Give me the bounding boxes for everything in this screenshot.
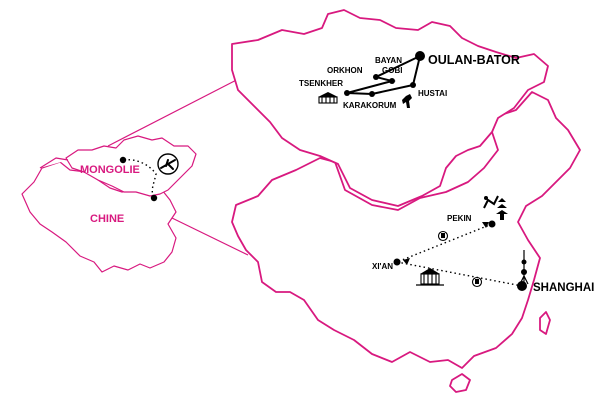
shanghai-dot	[517, 281, 527, 291]
overview-route	[123, 159, 157, 199]
tsenkher-dot	[344, 90, 350, 96]
orkhon-label: ORKHON	[327, 66, 363, 75]
overview-china-label: CHINE	[90, 213, 124, 225]
hustai-dot	[410, 82, 416, 88]
great-wall-icon	[483, 195, 499, 209]
tsenkher-label: TSENKHER	[299, 79, 343, 88]
bayan-label: BAYAN	[375, 56, 402, 65]
pekin-arrow	[482, 222, 489, 228]
bayan-gobi-dot-a	[373, 74, 379, 80]
pekin-dot	[488, 220, 496, 228]
pagoda-icon	[496, 198, 508, 220]
xian-label: XI'AN	[372, 262, 393, 271]
karakorum-dot	[369, 91, 375, 97]
overview-mongolia-label: MONGOLIE	[80, 164, 140, 176]
china-zoom-connector	[171, 217, 249, 256]
mongolia-zoomed-outline	[231, 9, 549, 207]
mongolia-zoom-connector	[107, 71, 253, 147]
overview-oulan-bator-dot	[119, 156, 127, 164]
china-zoomed-outline	[231, 91, 581, 369]
hustai-label: HUSTAI	[418, 89, 447, 98]
shanghai-label: SHANGHAI	[533, 282, 594, 294]
mongolia-overview-outline	[65, 135, 197, 197]
karakorum-label: KARAKORUM	[343, 101, 397, 110]
train-icon	[471, 276, 483, 288]
gobi-label: GOBI	[382, 66, 402, 75]
overview-inner-border	[39, 157, 69, 169]
hainan-outline	[449, 373, 471, 393]
train-icon	[437, 230, 449, 242]
yurt-icon	[318, 92, 338, 104]
china-route-xian-shanghai	[396, 261, 523, 287]
horse-icon	[402, 94, 412, 108]
oulan-bator-label: OULAN-BATOR	[428, 53, 520, 67]
airplane-icon	[157, 153, 179, 175]
xian-dot	[393, 258, 401, 266]
tower-icon	[519, 250, 529, 285]
pekin-label: PEKIN	[447, 214, 472, 223]
xian-arrow	[403, 258, 410, 265]
terracotta-icon	[416, 268, 444, 286]
oulan-bator-dot	[415, 51, 425, 61]
overview-pekin-dot	[150, 194, 158, 202]
bayan-gobi-dot-b	[389, 78, 395, 84]
taiwan-outline	[539, 311, 551, 335]
